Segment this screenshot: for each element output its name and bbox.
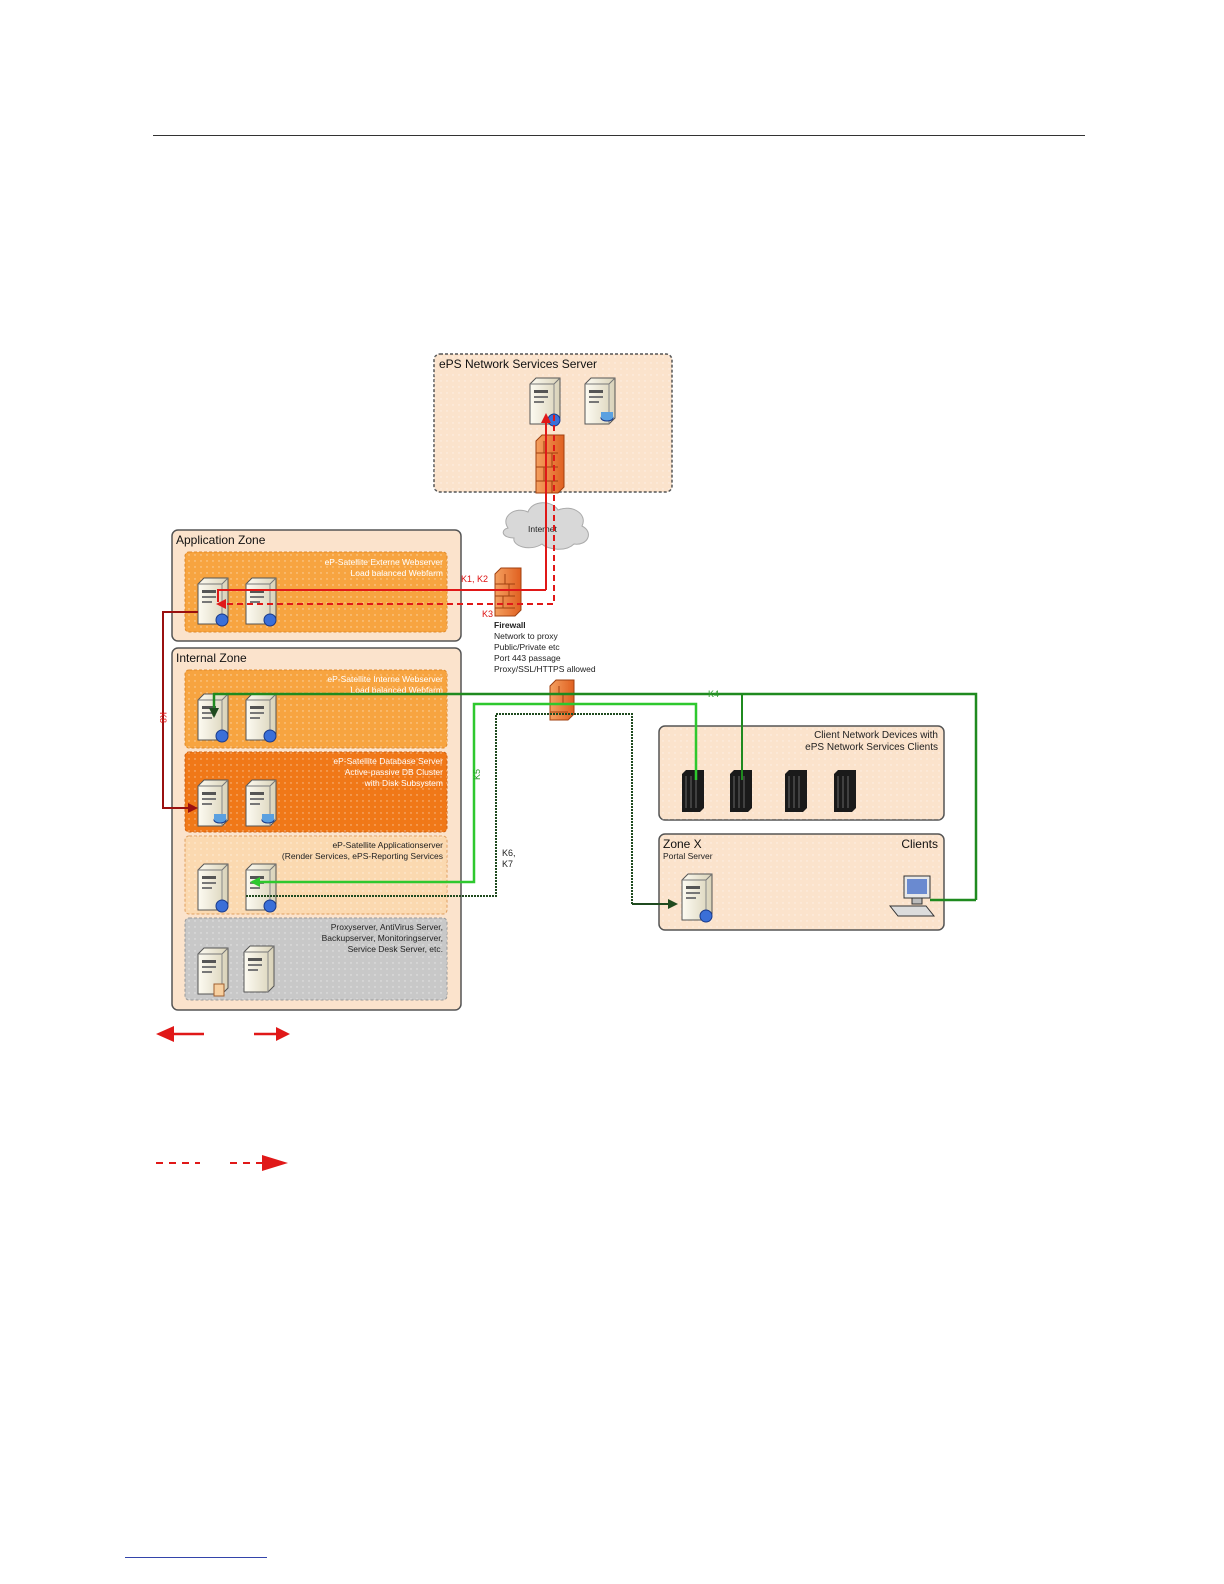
connection-k1-k2-to-web bbox=[217, 589, 546, 602]
footnote-rule bbox=[125, 1557, 267, 1558]
db-label-1: eP-Satellite Database Server bbox=[333, 756, 443, 766]
intern-web-label-2: Load balanced Webfarm bbox=[351, 685, 443, 695]
connection-k3 bbox=[216, 415, 555, 609]
eps-server-title: ePS Network Services Server bbox=[439, 357, 597, 371]
application-zone-title: Application Zone bbox=[176, 533, 266, 547]
db-label-2: Active-passive DB Cluster bbox=[345, 767, 443, 777]
db-label-3: with Disk Subsystem bbox=[364, 778, 443, 788]
database-server-icon bbox=[584, 377, 616, 425]
label-k4: K4 bbox=[708, 689, 719, 699]
app-label-1: eP-Satellite Applicationserver bbox=[332, 840, 443, 850]
client-devices-title-2: ePS Network Services Clients bbox=[805, 742, 938, 753]
arrow-left-icon bbox=[156, 1026, 204, 1042]
connection-k5 bbox=[250, 702, 698, 887]
label-k8: K8 bbox=[158, 712, 168, 723]
infra-label-1: Proxyserver, AntiVirus Server, bbox=[331, 922, 443, 932]
database-server-icon bbox=[197, 779, 229, 827]
connection-k6-k7 bbox=[246, 713, 633, 904]
database-server-icon bbox=[245, 779, 277, 827]
legend bbox=[156, 1026, 290, 1171]
internal-zone: Internal Zone eP-Satellite Interne Webse… bbox=[171, 647, 462, 1011]
server-icon bbox=[245, 693, 277, 743]
connection-labels: K1, K2 K3 K8 K4 K5 K6, K7 bbox=[158, 574, 719, 869]
firewall-note-3: Port 443 passage bbox=[494, 653, 561, 663]
client-devices-zone: Client Network Devices with ePS Network … bbox=[658, 725, 945, 821]
firewall-notes: Firewall Network to proxy Public/Private… bbox=[494, 620, 596, 674]
firewall-note-4: Proxy/SSL/HTTPS allowed bbox=[494, 664, 596, 674]
server-icon bbox=[197, 577, 229, 627]
client-computer-icon bbox=[888, 875, 936, 917]
network-device-icon bbox=[834, 770, 856, 812]
server-icon bbox=[197, 947, 229, 997]
arrow-right-icon bbox=[254, 1027, 290, 1041]
client-devices-title-1: Client Network Devices with bbox=[814, 730, 938, 741]
app-label-2: (Render Services, ePS-Reporting Services bbox=[282, 851, 443, 861]
extern-web-label-2: Load balanced Webfarm bbox=[351, 568, 443, 578]
firewall-icon bbox=[535, 434, 565, 494]
server-icon bbox=[245, 577, 277, 627]
zone-x-portal-label: Portal Server bbox=[663, 851, 713, 861]
firewall-note-2: Public/Private etc bbox=[494, 642, 560, 652]
firewall-icon bbox=[494, 567, 522, 617]
application-zone: Application Zone eP-Satellite Externe We… bbox=[171, 529, 462, 642]
server-icon bbox=[245, 863, 277, 913]
header-rule bbox=[153, 135, 1085, 136]
firewall-note-1: Network to proxy bbox=[494, 631, 559, 641]
label-k1-k2: K1, K2 bbox=[461, 574, 488, 584]
eps-network-services-zone: ePS Network Services Server bbox=[433, 353, 673, 494]
zone-x-clients-label: Clients bbox=[901, 837, 938, 851]
extern-web-label-1: eP-Satellite Externe Webserver bbox=[325, 557, 444, 567]
label-k6: K6, bbox=[502, 848, 516, 858]
label-k3: K3 bbox=[482, 609, 493, 619]
label-k7: K7 bbox=[502, 859, 513, 869]
network-device-icon bbox=[682, 770, 704, 812]
server-icon bbox=[197, 693, 229, 743]
infra-label-3: Service Desk Server, etc. bbox=[348, 944, 443, 954]
server-icon bbox=[197, 863, 229, 913]
firewall-note-0: Firewall bbox=[494, 620, 526, 630]
internal-zone-title: Internal Zone bbox=[176, 651, 247, 665]
server-icon bbox=[681, 873, 713, 923]
zone-x: Zone X Portal Server Clients bbox=[658, 833, 945, 931]
network-device-icon bbox=[785, 770, 807, 812]
label-k5: K5 bbox=[472, 769, 482, 780]
connection-k8 bbox=[162, 611, 198, 813]
server-icon bbox=[243, 945, 275, 993]
connections bbox=[162, 413, 978, 909]
arrow-right-icon bbox=[230, 1155, 288, 1171]
connection-k4 bbox=[209, 692, 978, 900]
internet-label: Internet bbox=[528, 524, 557, 534]
zone-x-title: Zone X bbox=[663, 837, 702, 851]
network-device-icon bbox=[730, 770, 752, 812]
infra-label-2: Backupserver, Monitoringserver, bbox=[322, 933, 443, 943]
intern-web-label-1: eP-Satellite Interne Webserver bbox=[327, 674, 443, 684]
